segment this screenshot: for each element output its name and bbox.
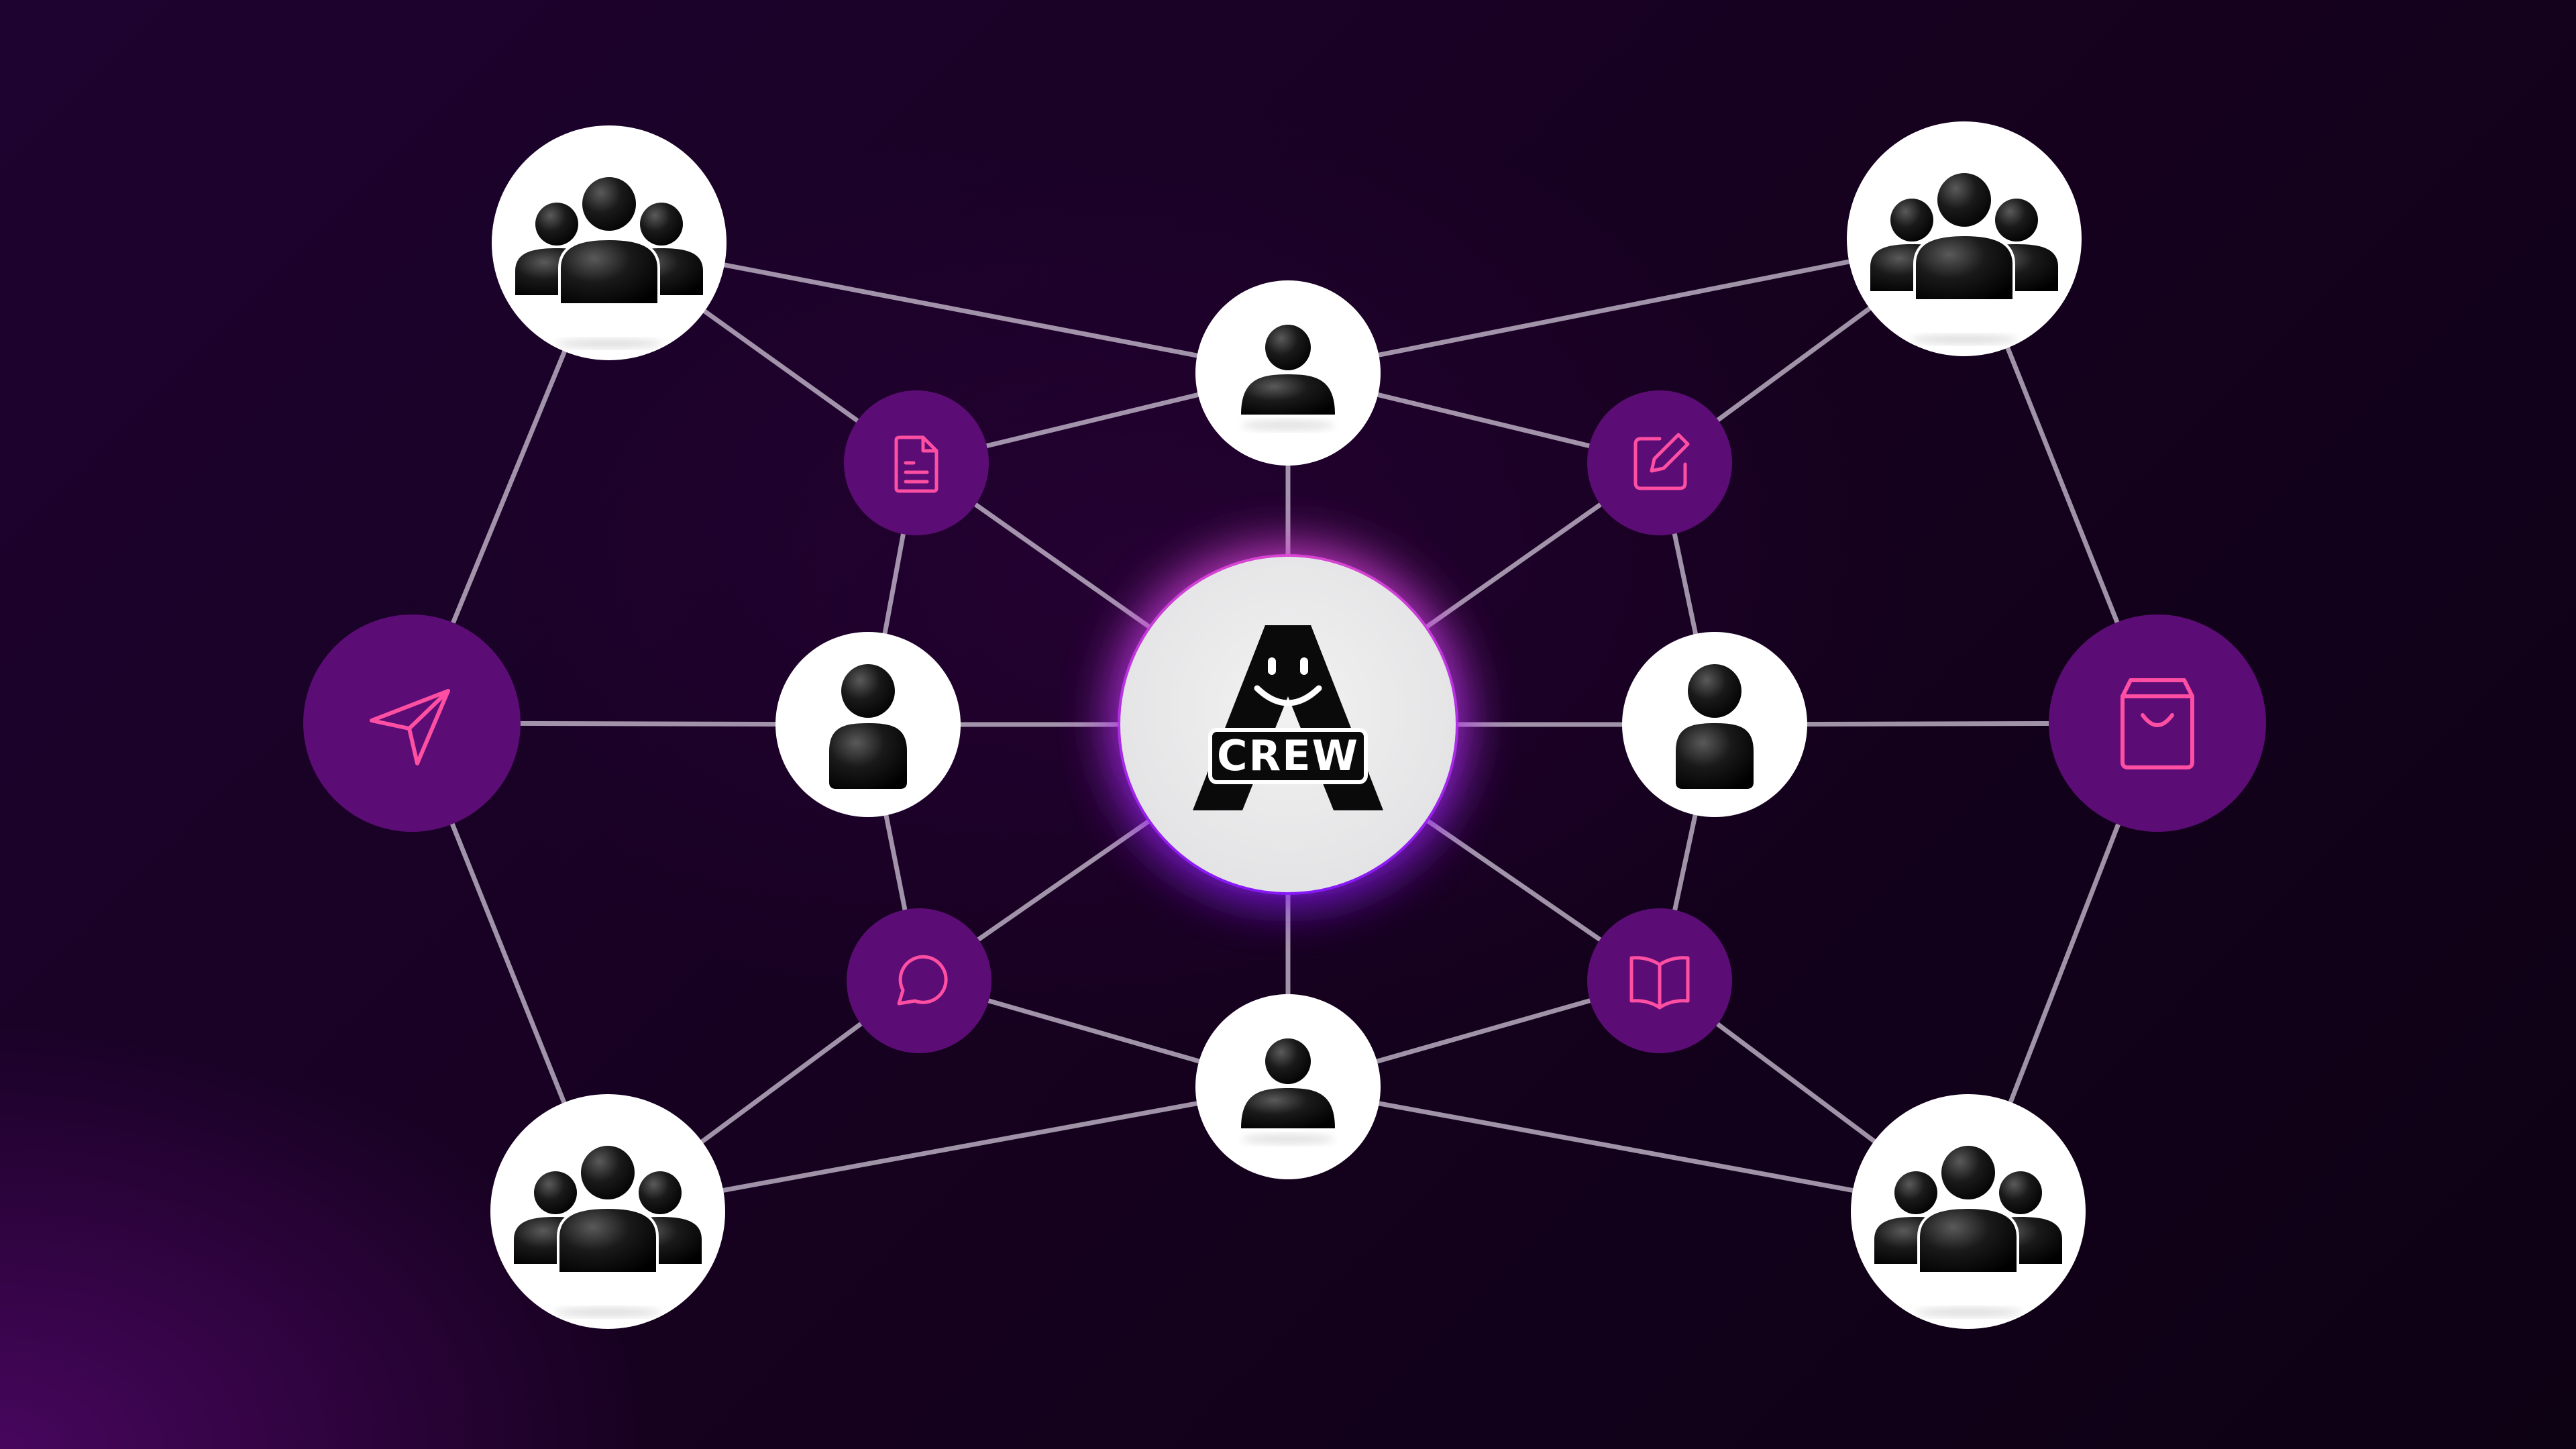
person-bottom-disc <box>1195 994 1381 1179</box>
node-person-left <box>775 632 961 817</box>
edit-icon <box>1633 433 1690 490</box>
edit-disc <box>1587 390 1732 535</box>
node-bag <box>2049 614 2266 832</box>
logo-text: CREW <box>1217 731 1359 780</box>
group-icon <box>514 1143 702 1316</box>
shopping-bag-icon <box>2121 678 2194 769</box>
send-icon <box>370 689 450 765</box>
node-team-top-right <box>1847 121 2082 356</box>
nodes-layer: CREW <box>303 121 2266 1329</box>
crew-logo: CREW <box>1193 625 1383 810</box>
group-icon <box>1874 1143 2062 1316</box>
node-person-top <box>1195 280 1381 466</box>
node-doc <box>844 390 989 535</box>
group-icon <box>1870 170 2058 343</box>
person-icon <box>829 664 907 789</box>
document-icon <box>894 435 938 493</box>
node-team-bottom-right <box>1851 1094 2086 1329</box>
node-center: CREW <box>1111 547 1465 902</box>
book-icon <box>1629 956 1690 1010</box>
person-icon <box>1241 1038 1335 1144</box>
node-book <box>1587 908 1732 1053</box>
person-icon <box>1676 664 1754 789</box>
center-node-disc <box>1120 557 1456 892</box>
node-team-top-left <box>492 125 727 360</box>
doc-disc <box>844 390 989 535</box>
node-send <box>303 614 521 832</box>
group-icon <box>515 174 703 347</box>
chat-disc <box>847 908 991 1053</box>
node-person-bottom <box>1195 994 1381 1179</box>
person-top-disc <box>1195 280 1381 466</box>
node-edit <box>1587 390 1732 535</box>
node-team-bottom-left <box>490 1094 725 1329</box>
node-chat <box>847 908 991 1053</box>
chat-icon <box>897 955 948 1006</box>
node-person-right <box>1622 632 1807 817</box>
person-icon <box>1241 325 1335 430</box>
